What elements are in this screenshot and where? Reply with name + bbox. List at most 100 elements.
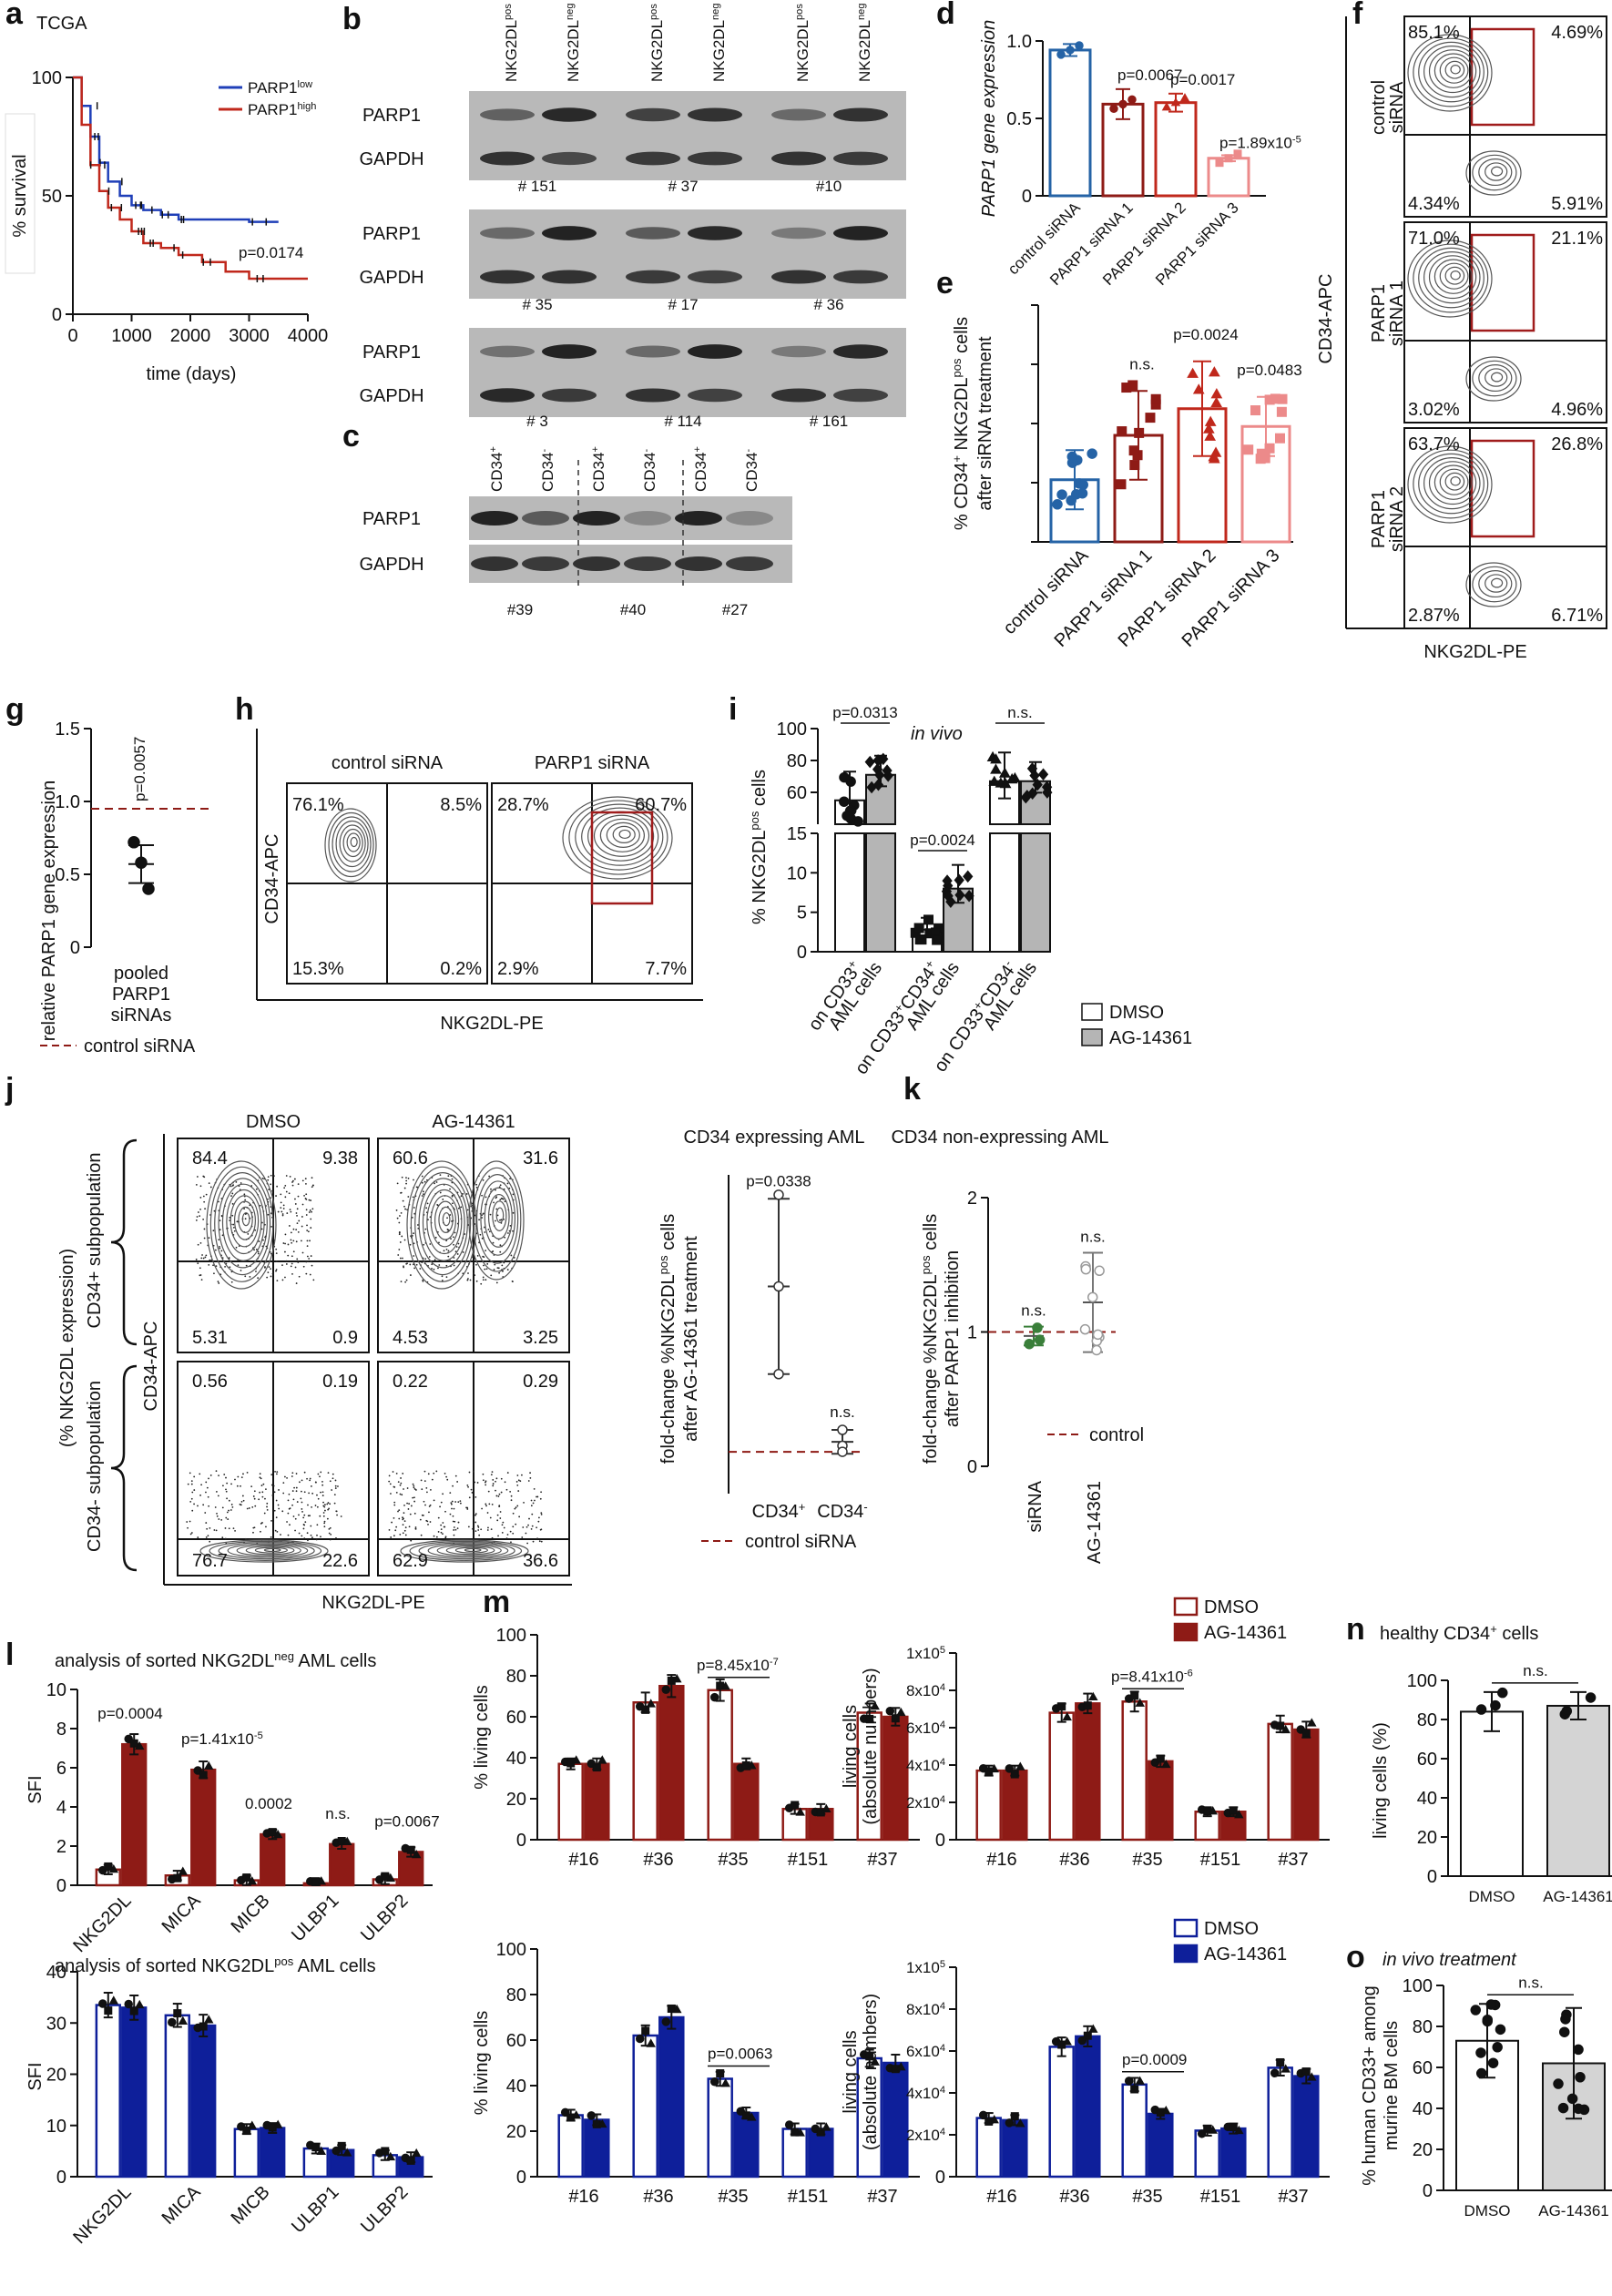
event-dot — [449, 1492, 452, 1495]
event-dot — [445, 1475, 448, 1478]
event-dot — [534, 1499, 536, 1502]
data-point — [1470, 2005, 1482, 2015]
contour-ring — [342, 828, 363, 858]
event-dot — [399, 1241, 402, 1243]
event-dot — [443, 1250, 445, 1252]
data-point — [1062, 2036, 1072, 2046]
data-point — [1161, 1759, 1171, 1769]
data-point — [870, 1700, 880, 1710]
event-dot — [413, 1267, 416, 1270]
data-point — [865, 2052, 874, 2061]
event-dot — [391, 1521, 393, 1524]
text-span: on CD33 — [852, 1008, 909, 1078]
event-dot — [485, 1279, 487, 1281]
superscript: neg — [856, 4, 867, 20]
event-dot — [311, 1208, 314, 1210]
event-dot — [421, 1195, 423, 1197]
event-dot — [485, 1480, 487, 1483]
data-point — [1087, 1291, 1098, 1303]
legend-label: AG-14361 — [1109, 1028, 1192, 1048]
event-dot — [506, 1534, 509, 1536]
quadrant-pct: 5.31 — [192, 1328, 228, 1348]
event-dot — [250, 1485, 253, 1488]
event-dot — [291, 1490, 294, 1492]
event-dot — [281, 1279, 284, 1281]
y-tick-label: 0 — [56, 1876, 66, 1896]
event-dot — [310, 1485, 312, 1487]
event-dot — [324, 1504, 326, 1506]
lane-label: CD34+ — [590, 446, 607, 492]
event-dot — [322, 1505, 325, 1507]
y-tick-label: 1.0 — [55, 792, 80, 812]
contour-ring — [254, 1546, 288, 1554]
event-dot — [474, 1223, 476, 1225]
data-point — [1557, 2102, 1569, 2114]
contour-ring — [406, 1160, 477, 1290]
contour-ring — [226, 1189, 262, 1255]
bar — [260, 1832, 286, 1887]
data-point — [406, 2156, 415, 2165]
data-point — [247, 2120, 258, 2129]
event-dot — [536, 1495, 537, 1498]
panel-e-ylabel-2: after siRNA treatment — [975, 336, 995, 511]
p-value: n.s. — [325, 1805, 350, 1822]
legend-label: DMSO — [1204, 1919, 1259, 1939]
sample-id: #40 — [620, 601, 646, 618]
event-dot — [196, 1176, 199, 1178]
event-dot — [474, 1214, 476, 1217]
event-dot — [189, 1533, 192, 1536]
contour-ring — [606, 821, 640, 848]
event-dot — [413, 1500, 416, 1503]
data-point — [1079, 1323, 1091, 1335]
event-dot — [225, 1516, 228, 1519]
bar — [1194, 2129, 1220, 2179]
event-dot — [231, 1214, 234, 1217]
data-point — [839, 771, 850, 783]
gate-box — [1470, 233, 1535, 332]
event-dot — [404, 1281, 407, 1283]
event-dot — [429, 1521, 432, 1523]
event-dot — [452, 1520, 454, 1523]
p-value: p=0.0338 — [746, 1172, 811, 1189]
x-tick-label: 0 — [67, 326, 77, 346]
event-dot — [520, 1474, 523, 1476]
event-dot — [430, 1488, 432, 1491]
event-dot — [442, 1493, 444, 1495]
superscript: - — [539, 449, 550, 453]
quadrant-pct: 0.2% — [440, 959, 482, 979]
event-dot — [328, 1507, 331, 1510]
event-dot — [487, 1490, 490, 1493]
y-tick-label: 0 — [967, 1457, 977, 1477]
event-dot — [398, 1221, 401, 1224]
event-dot — [254, 1505, 257, 1507]
data-point — [1573, 2044, 1584, 2056]
quadrant-pct: 6.71% — [1551, 606, 1603, 626]
event-dot — [486, 1512, 489, 1514]
data-point — [272, 2119, 283, 2128]
data-point — [381, 2147, 390, 2156]
data-point — [988, 775, 1001, 786]
event-dot — [465, 1193, 468, 1195]
y-tick-label: 0 — [1427, 1867, 1437, 1887]
event-dot — [191, 1509, 194, 1512]
contour-ring — [484, 1187, 513, 1248]
event-dot — [197, 1262, 199, 1265]
event-dot — [289, 1209, 291, 1210]
event-dot — [221, 1536, 224, 1539]
event-dot — [275, 1260, 278, 1262]
event-dot — [240, 1270, 242, 1271]
contour-ring — [1423, 251, 1481, 304]
event-dot — [476, 1254, 479, 1257]
flow-row-label: siRNA 2 — [1387, 486, 1407, 552]
event-dot — [302, 1527, 305, 1530]
event-dot — [287, 1534, 290, 1536]
event-dot — [310, 1534, 312, 1536]
data-point — [839, 796, 850, 807]
contour-ring — [1478, 570, 1513, 598]
bar — [584, 1762, 610, 1842]
event-dot — [421, 1488, 423, 1491]
blot-band — [480, 108, 535, 121]
event-dot — [405, 1262, 408, 1265]
event-dot — [228, 1499, 230, 1502]
